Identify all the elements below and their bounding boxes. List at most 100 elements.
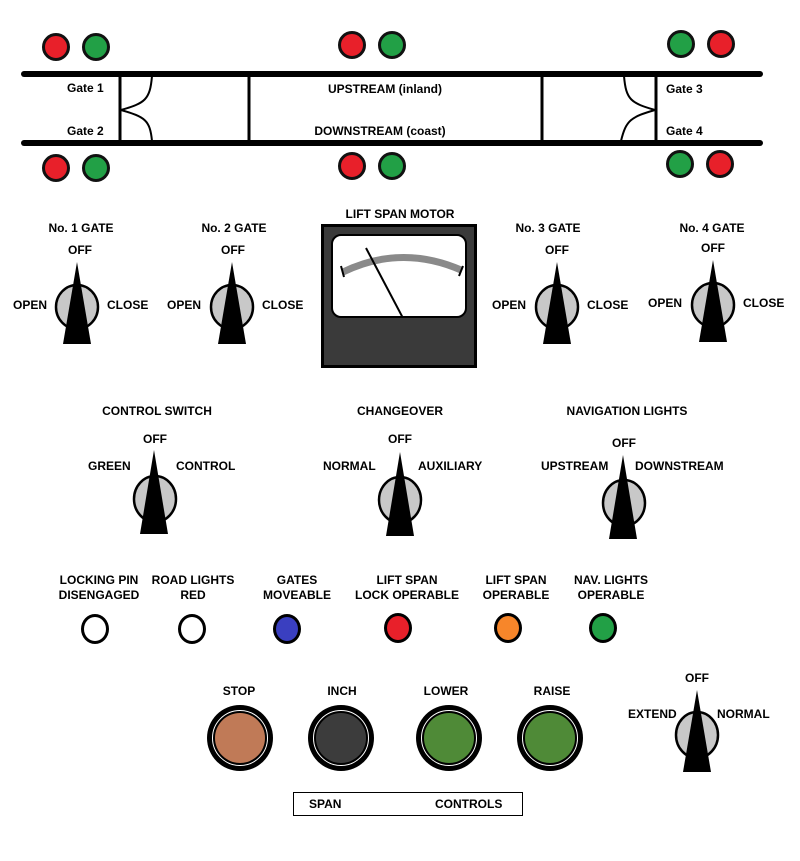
meter-arc	[341, 254, 463, 276]
controls-label: CONTROLS	[435, 797, 503, 811]
signal-bottom-right-green	[666, 150, 694, 178]
meter-face	[331, 234, 467, 318]
control-switch-off-label: OFF	[143, 432, 167, 446]
signal-bottom-left-green	[82, 154, 110, 182]
gate-4-switch-title: No. 4 GATE	[679, 221, 745, 235]
gate-2-close-label: CLOSE	[262, 298, 304, 312]
raise-button-label: RAISE	[533, 684, 571, 698]
meter-title: LIFT SPAN MOTOR	[345, 207, 455, 221]
span-controls-label-box: SPAN CONTROLS	[293, 792, 523, 816]
meter-needle	[365, 247, 404, 316]
gate-3-selector-knob[interactable]	[527, 260, 587, 350]
downstream-label: DOWNSTREAM (coast)	[314, 124, 446, 138]
navigation-lights-title: NAVIGATION LIGHTS	[566, 404, 688, 418]
indicator-nav-lights-lamp	[589, 613, 617, 643]
signal-bottom-left-red	[42, 154, 70, 182]
upstream-label: UPSTREAM (inland)	[328, 82, 442, 96]
indicator-locking-pin-label: LOCKING PIN DISENGAGED	[59, 573, 140, 603]
signal-top-center-red	[338, 31, 366, 59]
gate-2-selector-knob[interactable]	[202, 260, 262, 350]
indicator-label-line1: LIFT SPAN	[485, 573, 547, 587]
indicator-label-line1: ROAD LIGHTS	[151, 573, 235, 587]
gate-4-open-label: OPEN	[648, 296, 683, 310]
signal-top-right-green	[667, 30, 695, 58]
gate-1-off-label: OFF	[68, 243, 92, 257]
indicator-road-lights-lamp	[178, 614, 206, 644]
gate-2-leaf[interactable]	[120, 109, 153, 142]
indicator-gates-moveable-label: GATES MOVEABLE	[263, 573, 331, 603]
indicator-locking-pin-lamp	[81, 614, 109, 644]
indicator-gates-moveable-lamp	[273, 614, 301, 644]
meter-scale	[340, 247, 464, 316]
extend-switch-off-label: OFF	[685, 671, 709, 685]
control-switch-green-label: GREEN	[88, 459, 131, 473]
indicator-label-line1: LOCKING PIN	[59, 573, 139, 587]
gate-4-selector-knob[interactable]	[683, 258, 743, 348]
gate-3-switch-title: No. 3 GATE	[515, 221, 581, 235]
indicator-nav-lights-label: NAV. LIGHTS OPERABLE	[574, 573, 648, 603]
extend-switch-normal-label: NORMAL	[717, 707, 770, 721]
navigation-lights-upstream-label: UPSTREAM	[541, 459, 609, 473]
gate-4-leaf[interactable]	[620, 109, 656, 142]
indicator-label-line1: LIFT SPAN	[376, 573, 438, 587]
indicator-label-line1: GATES	[276, 573, 318, 587]
inch-button-label: INCH	[327, 684, 357, 698]
indicator-label-line2: DISENGAGED	[58, 588, 140, 602]
indicator-lift-span-lock-lamp	[384, 613, 412, 643]
stop-button-label: STOP	[222, 684, 256, 698]
changeover-off-label: OFF	[388, 432, 412, 446]
gate-1-label: Gate 1	[67, 81, 104, 95]
gate-2-label: Gate 2	[67, 124, 104, 138]
extend-switch-knob[interactable]	[667, 688, 727, 778]
gate-2-off-label: OFF	[221, 243, 245, 257]
control-switch-title: CONTROL SWITCH	[102, 404, 212, 418]
changeover-normal-label: NORMAL	[323, 459, 376, 473]
changeover-knob[interactable]	[370, 450, 430, 540]
indicator-road-lights-label: ROAD LIGHTS RED	[152, 573, 235, 603]
gate-2-switch-title: No. 2 GATE	[201, 221, 267, 235]
signal-top-left-green	[82, 33, 110, 61]
span-label: SPAN	[309, 797, 342, 811]
gate-3-close-label: CLOSE	[587, 298, 629, 312]
gate-2-open-label: OPEN	[167, 298, 202, 312]
indicator-label-line2: OPERABLE	[482, 588, 550, 602]
gate-1-leaf[interactable]	[120, 75, 153, 111]
signal-bottom-right-red	[706, 150, 734, 178]
indicator-label-line2: RED	[180, 588, 206, 602]
gate-3-label: Gate 3	[666, 82, 703, 96]
signal-bottom-center-green	[378, 152, 406, 180]
indicator-lift-span-operable-label: LIFT SPAN OPERABLE	[483, 573, 550, 603]
lift-span-motor-meter	[321, 224, 477, 368]
gate-4-off-label: OFF	[701, 241, 725, 255]
signal-bottom-center-red	[338, 152, 366, 180]
changeover-title: CHANGEOVER	[356, 404, 444, 418]
indicator-lift-span-operable-lamp	[494, 613, 522, 643]
gate-4-label: Gate 4	[666, 124, 703, 138]
lower-button-label: LOWER	[423, 684, 469, 698]
navigation-lights-knob[interactable]	[593, 453, 653, 543]
navigation-lights-downstream-label: DOWNSTREAM	[635, 459, 724, 473]
indicator-label-line2: OPERABLE	[577, 588, 645, 602]
control-switch-control-label: CONTROL	[176, 459, 236, 473]
gate-3-off-label: OFF	[545, 243, 569, 257]
control-switch-knob[interactable]	[124, 448, 184, 538]
signal-top-left-red	[42, 33, 70, 61]
gate-1-open-label: OPEN	[13, 298, 48, 312]
meter-max-tick	[458, 265, 464, 277]
changeover-auxiliary-label: AUXILIARY	[418, 459, 483, 473]
stop-button[interactable]	[207, 705, 273, 771]
indicator-label-line1: NAV. LIGHTS	[573, 573, 649, 587]
gate-3-leaf[interactable]	[623, 75, 656, 111]
inch-button[interactable]	[308, 705, 374, 771]
signal-top-center-green	[378, 31, 406, 59]
navigation-lights-off-label: OFF	[612, 436, 636, 450]
raise-button[interactable]	[517, 705, 583, 771]
signal-top-right-red	[707, 30, 735, 58]
meter-min-tick	[340, 265, 345, 278]
gate-3-open-label: OPEN	[492, 298, 527, 312]
extend-switch-extend-label: EXTEND	[628, 707, 677, 721]
lower-button[interactable]	[416, 705, 482, 771]
indicator-label-line2: MOVEABLE	[262, 588, 332, 602]
gate-1-selector-knob[interactable]	[47, 260, 107, 350]
lock-diagram	[21, 71, 763, 146]
